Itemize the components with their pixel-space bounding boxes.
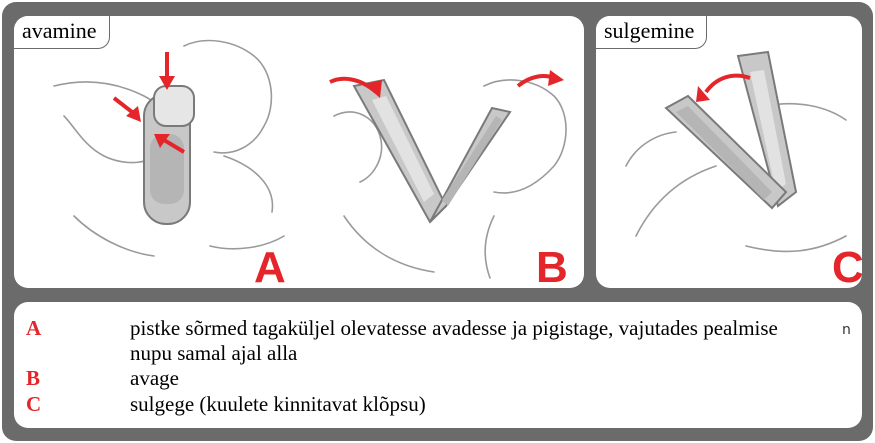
stray-glyph: n xyxy=(842,322,851,338)
step-a-letter: A xyxy=(254,246,286,288)
step-c-letter: C xyxy=(832,246,862,288)
legend-text: pistke sõrmed tagaküljel olevatesse avad… xyxy=(130,316,790,366)
legend-letter: C xyxy=(26,392,41,417)
opening-tab-label: avamine xyxy=(14,16,110,49)
step-c-hand-outline xyxy=(626,104,846,252)
step-a-device xyxy=(144,86,194,224)
legend-box: A pistke sõrmed tagaküljel olevatesse av… xyxy=(14,302,862,428)
legend-text: avage xyxy=(130,366,790,391)
legend-letter: B xyxy=(26,366,40,391)
closing-panel: sulgemine C xyxy=(596,16,862,288)
opening-illustration xyxy=(14,16,584,288)
opening-panel: avamine A B xyxy=(14,16,584,288)
legend-letter: A xyxy=(26,316,41,341)
step-b-device xyxy=(354,80,510,222)
closing-illustration xyxy=(596,16,862,288)
step-b-letter: B xyxy=(536,246,568,288)
legend-text: sulgege (kuulete kinnitavat klõpsu) xyxy=(130,392,790,417)
closing-tab-label: sulgemine xyxy=(596,16,707,49)
step-c-arrow xyxy=(696,76,750,102)
